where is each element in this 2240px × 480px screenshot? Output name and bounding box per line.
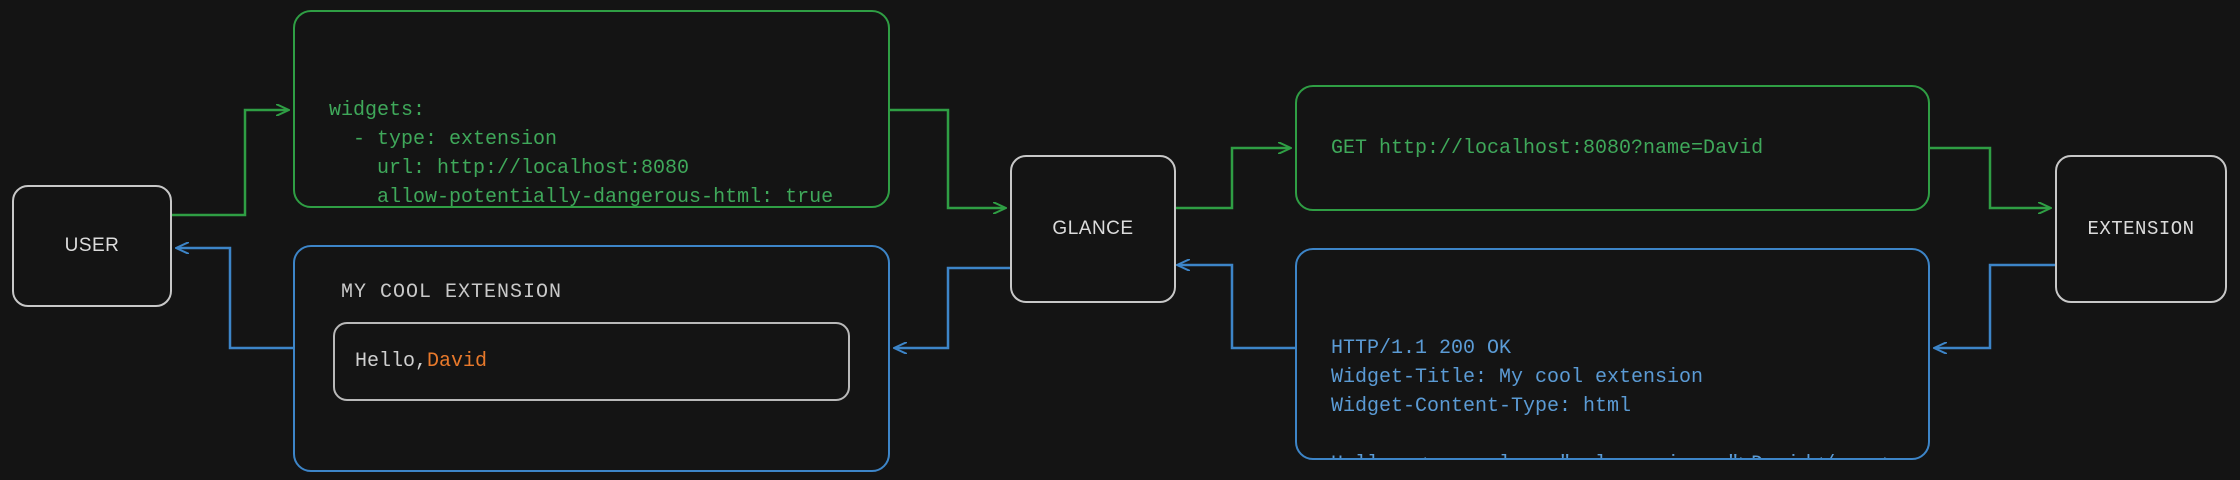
wire-glance-to-request xyxy=(1175,148,1290,210)
widget-name-value: David xyxy=(427,350,488,373)
wire-extension-to-response xyxy=(1935,263,2055,348)
wire-glance-to-widget xyxy=(895,266,1010,348)
config-yaml-text: widgets: - type: extension url: http://l… xyxy=(329,99,834,208)
wire-request-to-extension xyxy=(1930,146,2050,208)
wire-config-to-glance xyxy=(890,108,1005,208)
http-request-text: GET http://localhost:8080?name=David xyxy=(1331,136,1764,160)
node-glance-label: GLANCE xyxy=(1052,218,1134,239)
wire-widget-to-user xyxy=(177,248,293,350)
wire-response-to-glance xyxy=(1178,265,1295,350)
widget-preview-box: MY COOL EXTENSION Hello, David xyxy=(293,245,890,472)
wire-user-to-config xyxy=(172,110,288,217)
node-user-label: USER xyxy=(64,235,120,256)
node-extension[interactable]: EXTENSION xyxy=(2055,155,2227,303)
widget-preview-body: Hello, David xyxy=(333,322,850,401)
node-glance[interactable]: GLANCE xyxy=(1010,155,1176,303)
node-user[interactable]: USER xyxy=(12,185,172,307)
http-request-box: GET http://localhost:8080?name=David xyxy=(1295,85,1930,211)
widget-preview-title: MY COOL EXTENSION xyxy=(341,281,563,304)
widget-greeting-text: Hello, xyxy=(355,350,428,373)
node-extension-label: EXTENSION xyxy=(2087,218,2195,240)
http-response-text: HTTP/1.1 200 OK Widget-Title: My cool ex… xyxy=(1331,337,1895,458)
config-yaml-box: widgets: - type: extension url: http://l… xyxy=(293,10,890,208)
http-response-box: HTTP/1.1 200 OK Widget-Title: My cool ex… xyxy=(1295,248,1930,460)
